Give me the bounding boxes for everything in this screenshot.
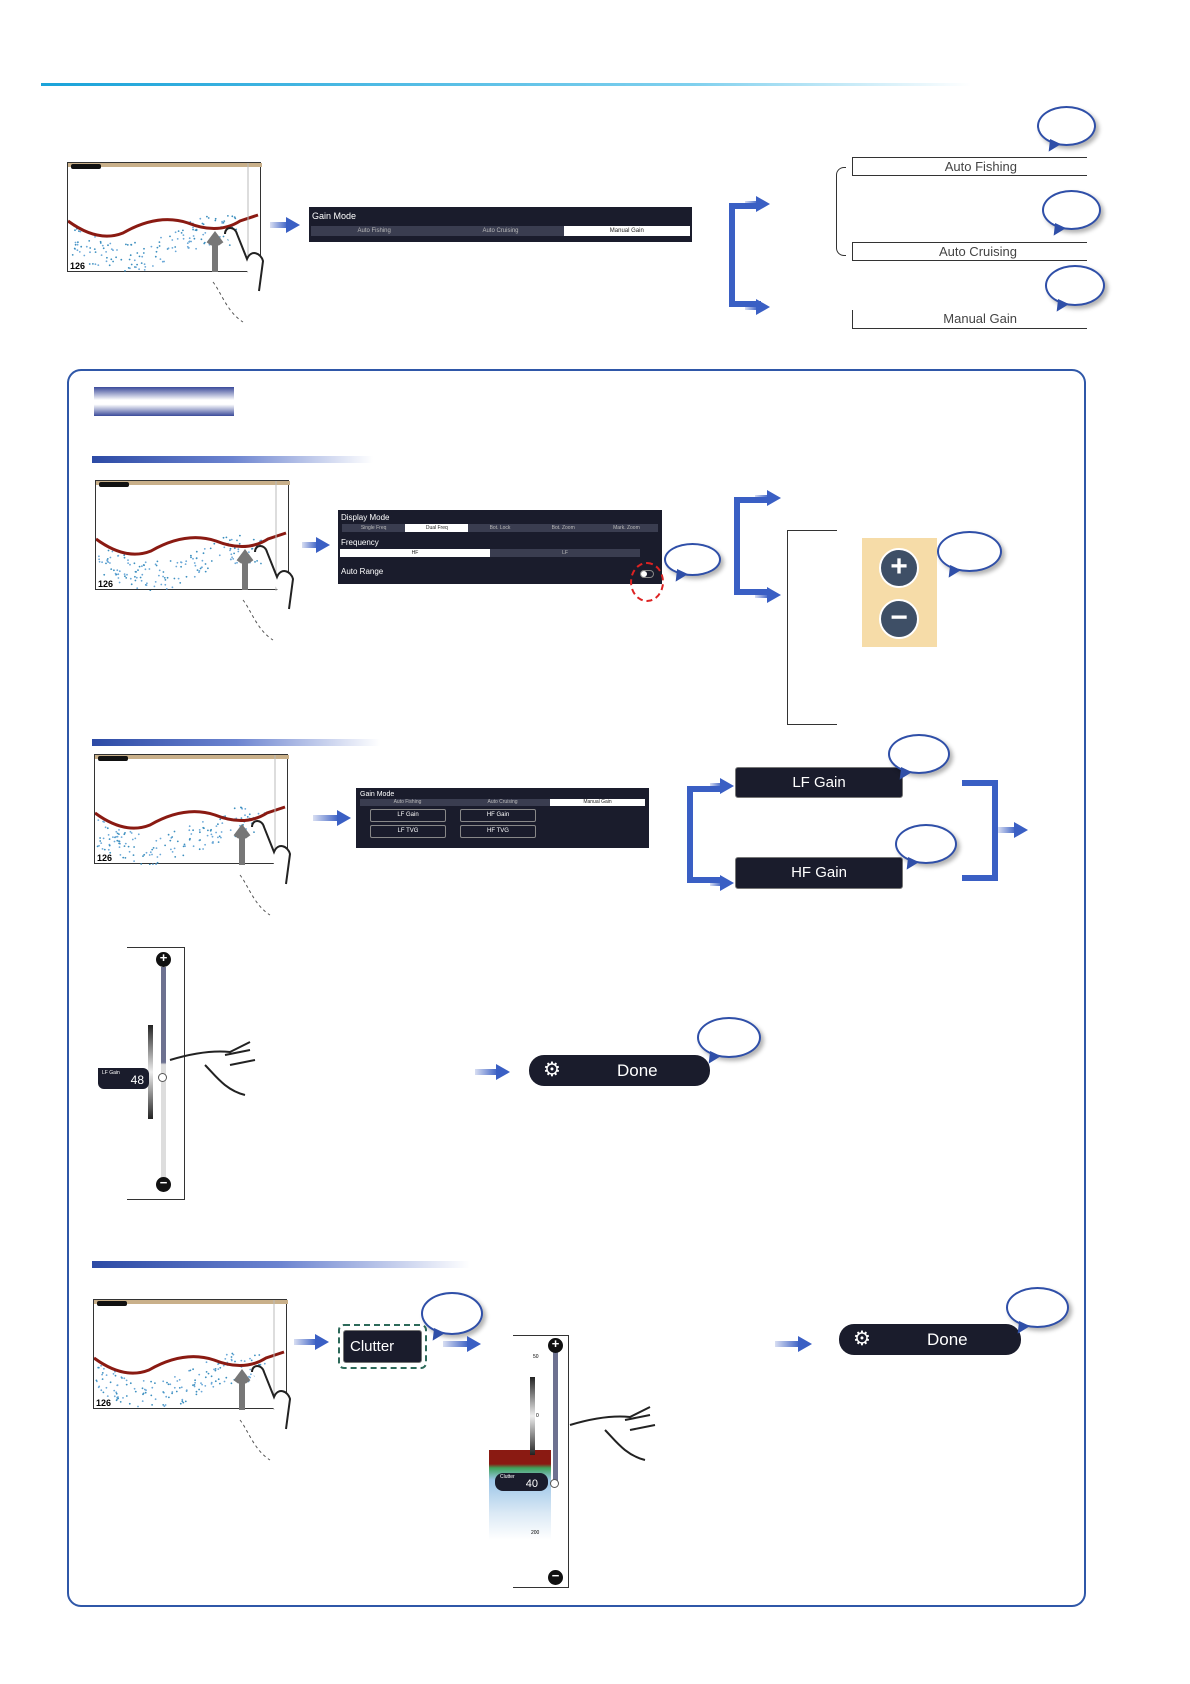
arrow-right-icon: [475, 1064, 510, 1080]
finger-swipe-up-icon: [235, 530, 305, 645]
arrow-right-icon: [710, 778, 734, 794]
slider-minus-button[interactable]: −: [548, 1570, 563, 1585]
arrow-right-icon: [313, 810, 351, 826]
section-header-bar: [94, 387, 234, 416]
bracket-line: [787, 530, 837, 725]
callout-bubble: [895, 824, 957, 864]
minus-button[interactable]: −: [879, 599, 919, 639]
hf-tvg-button[interactable]: HF TVG: [460, 825, 536, 838]
option-auto-cruising[interactable]: Auto Cruising: [455, 799, 550, 806]
branch-bracket: [687, 786, 723, 883]
option-manual-gain[interactable]: Manual Gain: [564, 226, 690, 236]
plus-button[interactable]: +: [879, 548, 919, 588]
arrow-right-icon: [755, 490, 781, 506]
arrow-right-icon: [745, 299, 770, 315]
panel-title: Gain Mode: [309, 207, 692, 225]
finger-drag-icon: [165, 1035, 265, 1105]
scale-tick: 200: [531, 1530, 539, 1536]
arrow-right-icon: [294, 1334, 329, 1350]
callout-bubble: [421, 1292, 483, 1335]
callout-bubble: [697, 1017, 761, 1058]
slider-plus-button[interactable]: +: [156, 952, 171, 967]
badge-value: 40: [526, 1478, 538, 1490]
display-mode-panel: Display Mode Single Freq Dual Freq Bot. …: [338, 510, 662, 584]
mode-bot-lock[interactable]: Bot. Lock: [468, 524, 531, 532]
callout-bubble: [1042, 190, 1101, 230]
done-button[interactable]: ⚙ Done: [529, 1055, 710, 1086]
branch-bracket: [729, 203, 761, 307]
branch-bracket: [734, 497, 770, 595]
freq-hf[interactable]: HF: [340, 549, 490, 557]
slider-minus-button[interactable]: −: [156, 1177, 171, 1192]
gears-icon: ⚙: [853, 1326, 871, 1351]
badge-label: Clutter: [495, 1473, 548, 1481]
gain-mode-panel: Gain Mode Auto Fishing Auto Cruising Man…: [309, 207, 692, 242]
callout-bubble: [664, 543, 721, 576]
slider-plus-button[interactable]: +: [548, 1338, 563, 1353]
highlight-circle: [630, 562, 664, 602]
done-label: Done: [617, 1061, 658, 1081]
step-bar: [92, 456, 373, 463]
choice-auto-fishing[interactable]: Auto Fishing: [852, 157, 1087, 176]
mode-bot-zoom[interactable]: Bot. Zoom: [532, 524, 595, 532]
arrow-right-icon: [745, 196, 770, 212]
clutter-button[interactable]: Clutter: [343, 1330, 422, 1363]
manual-gain-panel: Gain Mode Auto Fishing Auto Cruising Man…: [356, 788, 649, 848]
lf-gain-button[interactable]: LF Gain: [370, 809, 446, 822]
scale-tick: 50: [533, 1354, 539, 1360]
arrow-right-icon: [755, 587, 781, 603]
option-auto-fishing[interactable]: Auto Fishing: [360, 799, 455, 806]
panel-title: Display Mode: [338, 510, 662, 524]
lf-tvg-button[interactable]: LF TVG: [370, 825, 446, 838]
finger-swipe-up-icon: [205, 212, 275, 327]
option-auto-cruising[interactable]: Auto Cruising: [437, 226, 563, 236]
auto-range-label: Auto Range: [338, 557, 662, 576]
done-button[interactable]: ⚙ Done: [839, 1324, 1021, 1355]
arrow-right-icon: [302, 537, 330, 553]
arrow-right-icon: [443, 1336, 481, 1352]
depth-readout: 126: [70, 261, 85, 271]
mode-mark-zoom[interactable]: Mark. Zoom: [595, 524, 658, 532]
choice-manual-gain[interactable]: Manual Gain: [852, 310, 1087, 329]
lf-gain-value-badge: LF Gain 48: [98, 1068, 149, 1089]
slider-track[interactable]: [553, 1352, 558, 1484]
scale-tick: 0: [536, 1413, 539, 1419]
step-bar: [92, 739, 380, 746]
callout-bubble: [888, 734, 950, 774]
finger-swipe-up-icon: [232, 805, 302, 920]
freq-lf[interactable]: LF: [490, 549, 640, 557]
brace: [836, 167, 846, 256]
choice-auto-cruising[interactable]: Auto Cruising: [852, 242, 1087, 261]
badge-value: 48: [131, 1073, 144, 1087]
hf-gain-button[interactable]: HF Gain: [460, 809, 536, 822]
arrow-right-icon: [775, 1336, 812, 1352]
mode-dual-freq[interactable]: Dual Freq: [405, 524, 468, 532]
finger-drag-icon: [565, 1400, 665, 1470]
merge-bracket: [962, 780, 998, 881]
option-auto-fishing[interactable]: Auto Fishing: [311, 226, 437, 236]
callout-bubble: [1045, 265, 1105, 306]
step-bar: [92, 1261, 470, 1268]
callout-bubble: [1006, 1287, 1069, 1328]
panel-title: Gain Mode: [356, 788, 649, 799]
top-rule: [41, 83, 971, 86]
hf-gain-button-large[interactable]: HF Gain: [735, 857, 903, 889]
slider-thumb[interactable]: [550, 1479, 559, 1488]
finger-swipe-up-icon: [232, 1350, 302, 1465]
option-manual-gain[interactable]: Manual Gain: [550, 799, 645, 806]
zoom-buttons-panel: + −: [862, 538, 937, 647]
arrow-right-icon: [998, 822, 1028, 838]
done-label: Done: [927, 1330, 968, 1350]
callout-bubble: [937, 531, 1002, 572]
up-down-arrow-icon: [530, 1377, 535, 1455]
echo-image: [489, 1450, 551, 1540]
gears-icon: ⚙: [543, 1057, 561, 1082]
lf-gain-button-large[interactable]: LF Gain: [735, 767, 903, 798]
callout-bubble: [1037, 106, 1096, 146]
frequency-label: Frequency: [338, 532, 662, 549]
mode-single-freq[interactable]: Single Freq: [342, 524, 405, 532]
clutter-value-badge: Clutter 40: [495, 1473, 548, 1491]
arrow-right-icon: [710, 875, 734, 891]
